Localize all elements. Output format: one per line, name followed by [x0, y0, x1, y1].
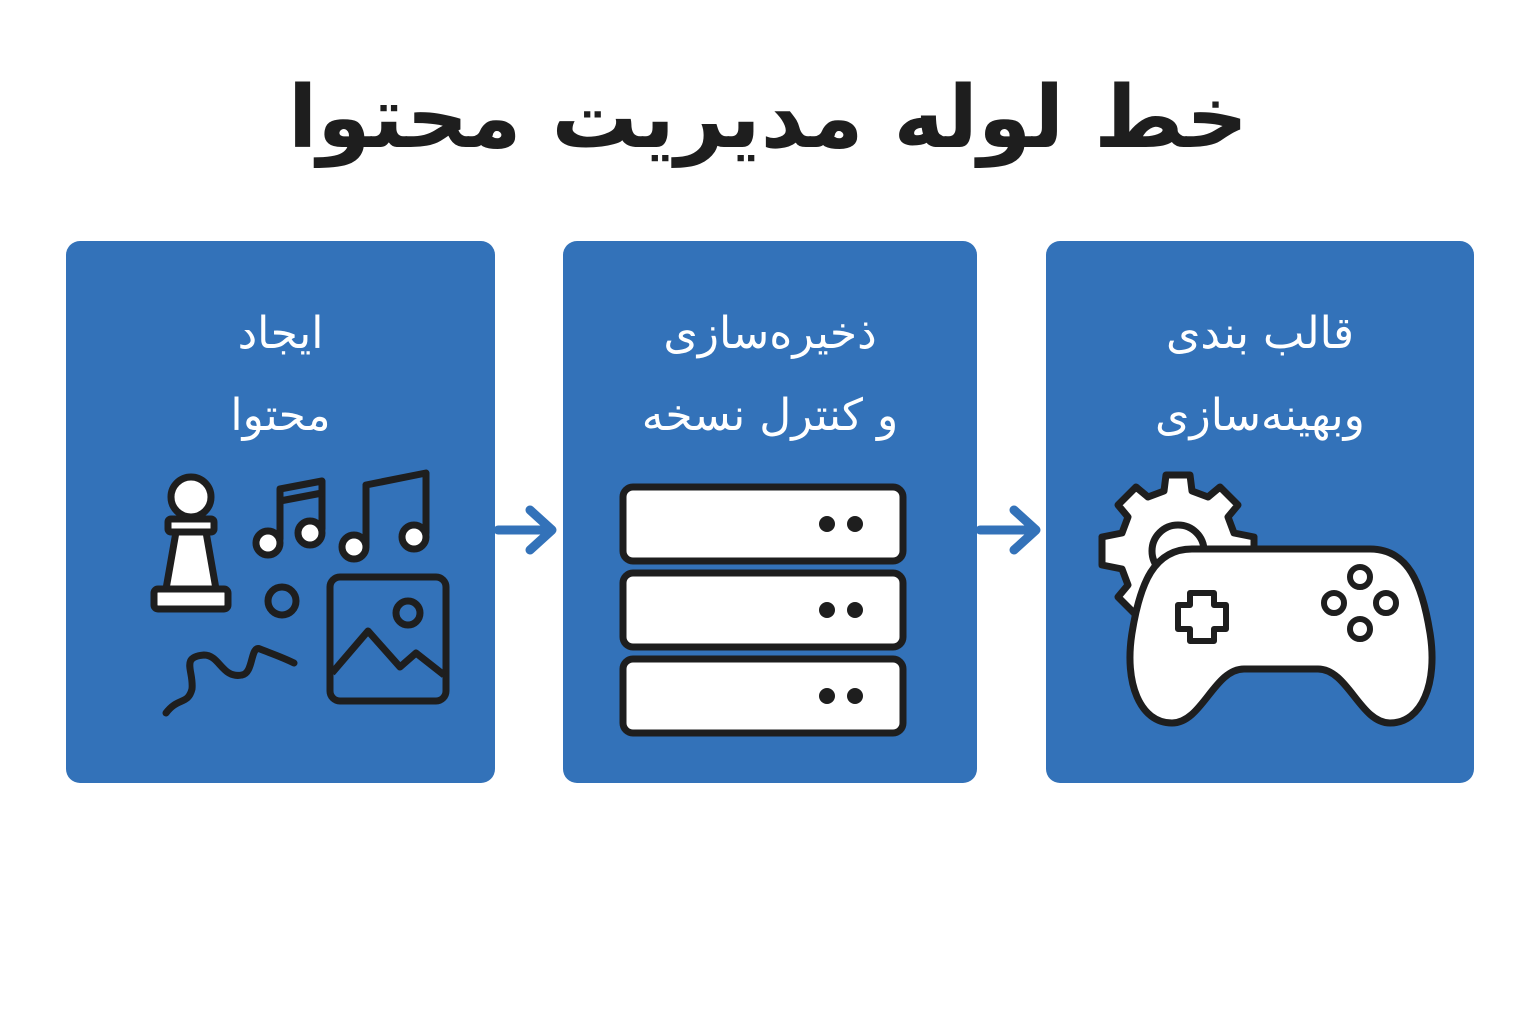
- small-circle-icon: [264, 583, 300, 619]
- server-stack-icon: [619, 483, 907, 737]
- step-card-formatting-optimization: قالب بندی وبهینه‌سازی: [1046, 241, 1474, 783]
- gamepad-icon: [1126, 545, 1436, 727]
- step-label: قالب بندی وبهینه‌سازی: [1155, 308, 1365, 441]
- scribble-icon: [162, 645, 298, 717]
- step-label: ایجاد محتوا: [230, 308, 331, 441]
- step-label: ذخیره‌سازی و کنترل نسخه: [641, 308, 899, 441]
- step-card-content-creation: ایجاد محتوا: [66, 241, 495, 783]
- music-notes-icon: [252, 469, 430, 563]
- image-icon: [326, 573, 450, 705]
- chess-pawn-icon: [150, 473, 232, 613]
- flow-arrow-2: [976, 505, 1041, 555]
- step-card-storage-version-control: ذخیره‌سازی و کنترل نسخه: [563, 241, 977, 783]
- flow-arrow-1: [494, 505, 557, 555]
- diagram-title: خط لوله مدیریت محتوا: [287, 68, 1249, 168]
